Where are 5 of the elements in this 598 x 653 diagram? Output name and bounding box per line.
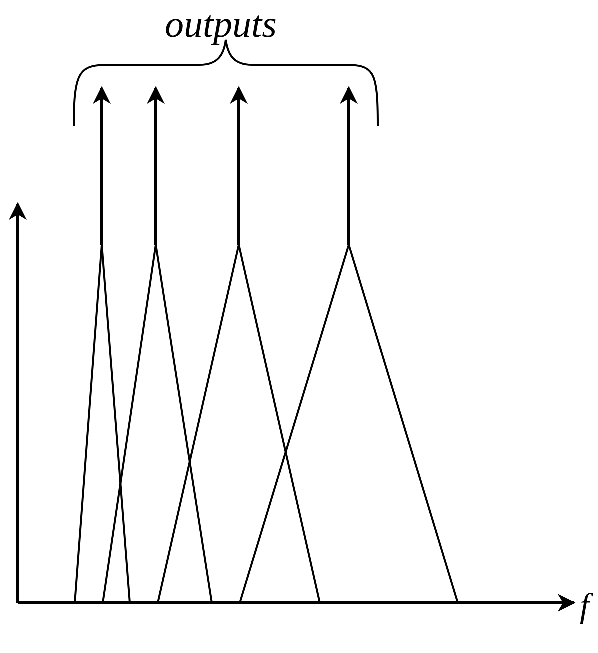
- output-arrow: [147, 86, 165, 245]
- brace-label: outputs: [165, 6, 277, 44]
- output-arrow: [340, 86, 358, 245]
- output-arrow: [93, 86, 111, 245]
- output-arrow: [230, 86, 248, 245]
